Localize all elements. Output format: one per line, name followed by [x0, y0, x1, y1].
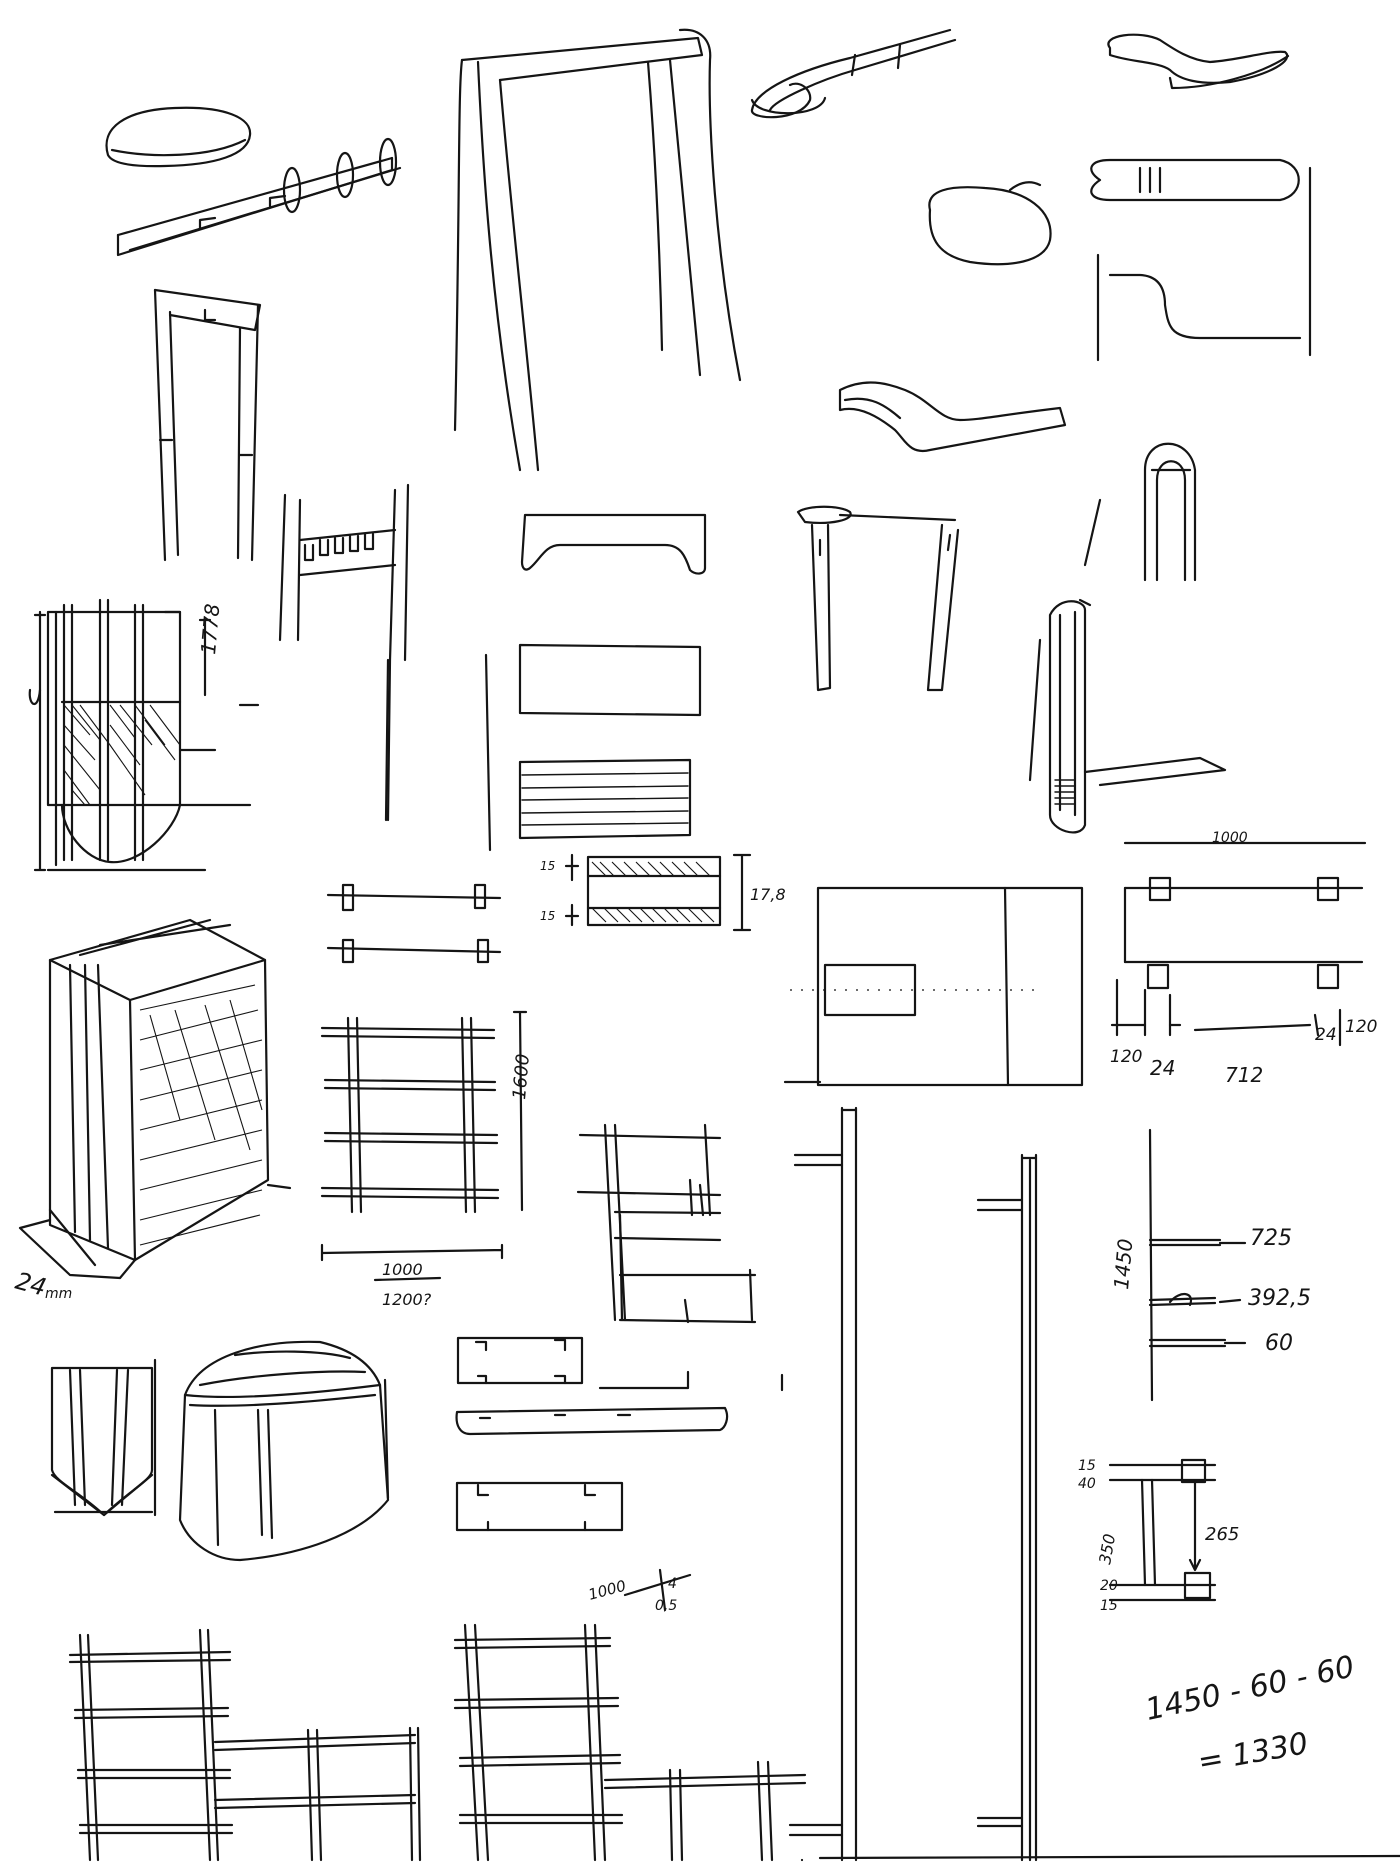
hatched-section-sketch: 17,8 15 15 [540, 853, 786, 932]
panel-sketch [484, 643, 702, 852]
stool-sketch [796, 505, 960, 692]
dim-20: 20 [1100, 1578, 1118, 1594]
dim-24-mid: 24 [1150, 1056, 1175, 1080]
dim-17-8: 17,8 [750, 885, 786, 904]
shelving-perspective-sketch [576, 1123, 757, 1324]
dim-1778: 1778 [196, 603, 224, 656]
formula-line2: = 1330 [1195, 1726, 1310, 1780]
wavy-strip-sketch [838, 381, 1067, 453]
frac-1000: 1000 [586, 1577, 628, 1604]
wall-elevation-sketch: 1450 725 392,5 60 [1109, 1128, 1311, 1402]
a-frame-stand-sketch [453, 28, 742, 472]
dim-1000-top: 1000 [1212, 830, 1248, 846]
cabinet-bottom-sketch [50, 1358, 157, 1517]
svg-text:15: 15 [540, 859, 555, 873]
cabinet-perspective-sketch: 24 mm [12, 918, 292, 1302]
dim-120-left: 120 [1110, 1047, 1142, 1067]
comb-frame-sketch [278, 483, 410, 822]
dim-392: 392,5 [1248, 1286, 1311, 1311]
dim-15-bottom: 15 [1100, 1598, 1118, 1614]
dim-24-right: 24 [1315, 1025, 1337, 1045]
pebble-sketch-top-left [105, 106, 252, 168]
fraction-note: 1000 4 0,5 [586, 1568, 692, 1614]
dim-1000-mid: 1000 [382, 1260, 423, 1279]
hook-rail-sketch [116, 137, 402, 257]
dim-24: 24 [12, 1267, 49, 1302]
unit-mm: mm [45, 1286, 72, 1302]
bookshelf-sketch-left [68, 1628, 422, 1862]
formula-line1: 1450 - 60 - 60 [1142, 1649, 1357, 1727]
dim-350: 350 [1095, 1532, 1119, 1565]
frac-05: 0,5 [655, 1598, 677, 1614]
dim-40: 40 [1078, 1476, 1096, 1492]
dim-725: 725 [1250, 1226, 1292, 1251]
svg-text:15: 15 [540, 909, 555, 923]
tall-post-sketch-2 [976, 1153, 1038, 1862]
l-bracket-sketch [1096, 166, 1312, 362]
formula-note: 1450 - 60 - 60 = 1330 [1142, 1649, 1357, 1779]
bent-bar-sketch [750, 28, 957, 119]
bookshelf-sketch-mid [453, 1623, 807, 1862]
folding-chair-sketch [1028, 598, 1227, 834]
dim-1450: 1450 [1109, 1238, 1137, 1291]
section-detail-sketch: 15 40 350 265 20 15 [1078, 1458, 1239, 1614]
plan-view-sketch [783, 886, 1084, 1087]
dim-265: 265 [1205, 1524, 1239, 1545]
spoon-sketch-top-right [1107, 33, 1290, 90]
dim-712: 712 [1225, 1063, 1263, 1087]
door-frame-sketch [153, 288, 262, 562]
ladder-shelf-sketch: 1600 1000 1200? [320, 1010, 534, 1309]
bench-top-sketch [520, 513, 707, 575]
arch-stand-sketch [1083, 442, 1197, 582]
frac-4: 4 [668, 1576, 677, 1592]
dim-120-right: 120 [1345, 1017, 1377, 1037]
tall-post-sketch [788, 1106, 1400, 1862]
flat-parts-sketch [455, 1336, 784, 1532]
dimensioned-plan-sketch: 120 24 712 24 120 [1110, 841, 1377, 1087]
faceted-block-sketch [178, 1340, 390, 1562]
blob-sketch [928, 181, 1052, 266]
shelf-top-view-sketch [326, 883, 502, 964]
cabinet-elevation-sketch: 1778 [28, 598, 260, 872]
banded-bar-sketch [1090, 158, 1300, 202]
dim-15-top: 15 [1078, 1458, 1096, 1474]
dim-60: 60 [1265, 1331, 1293, 1356]
dim-1200: 1200? [382, 1290, 432, 1309]
dim-1600: 1600 [509, 1053, 534, 1100]
